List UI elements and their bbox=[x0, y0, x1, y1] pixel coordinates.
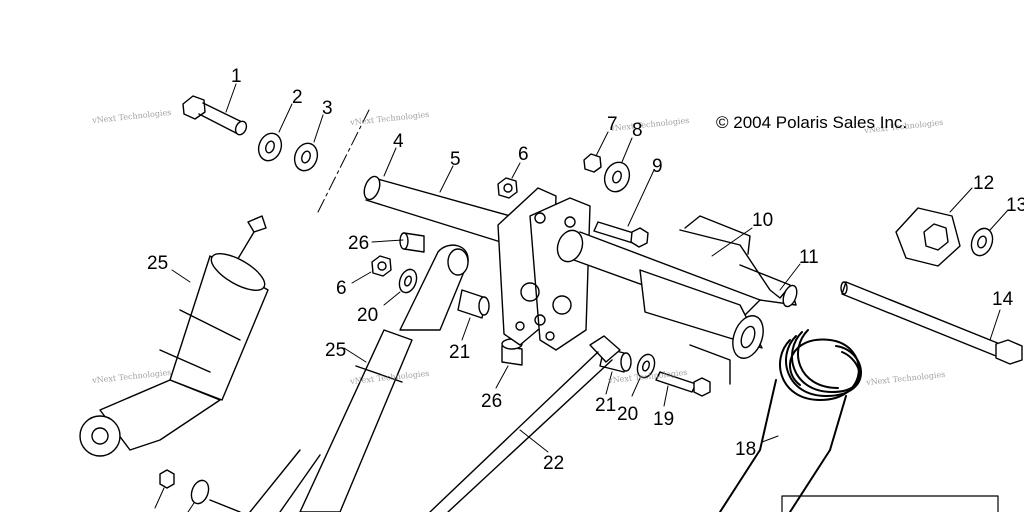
part-6-nut-left bbox=[351, 255, 392, 284]
part-19-bolt bbox=[655, 371, 711, 407]
part-2-washer bbox=[257, 103, 293, 162]
callout-18: 18 bbox=[735, 439, 757, 460]
callout-20: 20 bbox=[617, 404, 639, 425]
part-18-spring bbox=[719, 329, 862, 512]
part-20-washer-right bbox=[631, 353, 656, 397]
part-9-bolt bbox=[593, 169, 655, 248]
part-3-washer bbox=[293, 114, 324, 172]
part-12-block bbox=[895, 187, 973, 267]
part-20-washer-left bbox=[383, 268, 418, 306]
part-7-nut bbox=[583, 131, 609, 173]
callout-8: 8 bbox=[632, 120, 643, 141]
part-25-shock-left bbox=[79, 215, 269, 457]
part-26-bushing-bottom bbox=[495, 338, 523, 389]
callout-26: 26 bbox=[481, 391, 503, 412]
part-22-link-rod bbox=[429, 335, 621, 512]
callout-13: 13 bbox=[1006, 195, 1024, 216]
callout-25: 25 bbox=[325, 340, 347, 361]
callout-22: 22 bbox=[543, 453, 565, 474]
callout-2: 2 bbox=[292, 87, 303, 108]
callout-4: 4 bbox=[393, 131, 404, 152]
callout-20: 20 bbox=[357, 305, 379, 326]
part-10-pivot-assembly bbox=[556, 215, 801, 385]
part-26-bushing-top bbox=[371, 232, 425, 253]
callout-25: 25 bbox=[147, 253, 169, 274]
callout-12: 12 bbox=[973, 173, 995, 194]
bottom-left-fasteners bbox=[154, 469, 241, 512]
part-8-washer bbox=[603, 137, 633, 193]
center-line bbox=[317, 107, 371, 213]
part-21-bushing-left bbox=[457, 289, 490, 341]
callout-9: 9 bbox=[652, 156, 663, 177]
copyright-notice: © 2004 Polaris Sales Inc. bbox=[716, 113, 908, 132]
bracket-plates bbox=[497, 187, 591, 351]
callout-1: 1 bbox=[231, 66, 242, 87]
part-5-shaft bbox=[363, 147, 533, 249]
callout-21: 21 bbox=[449, 342, 471, 363]
part-25-shock-center bbox=[249, 244, 469, 512]
callout-10: 10 bbox=[752, 210, 774, 231]
callout-6: 6 bbox=[518, 144, 529, 165]
reference-box bbox=[781, 495, 999, 512]
callout-6: 6 bbox=[336, 278, 347, 299]
callout-5: 5 bbox=[450, 149, 461, 170]
callout-3: 3 bbox=[322, 98, 333, 119]
callout-21: 21 bbox=[595, 395, 617, 416]
part-13-washer bbox=[970, 209, 1009, 257]
callout-19: 19 bbox=[653, 409, 675, 430]
part-6-nut-top bbox=[497, 162, 521, 199]
part-14-long-bolt bbox=[840, 281, 1023, 365]
callout-7: 7 bbox=[607, 114, 618, 135]
callout-26: 26 bbox=[348, 233, 370, 254]
callout-14: 14 bbox=[992, 289, 1014, 310]
callout-11: 11 bbox=[799, 247, 819, 268]
part-1-bolt bbox=[182, 83, 248, 136]
